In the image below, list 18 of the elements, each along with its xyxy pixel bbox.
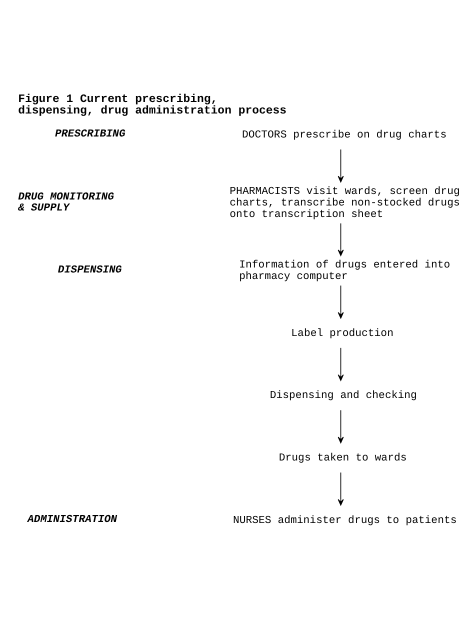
arrow <box>338 285 344 319</box>
label: DISPENSING <box>58 264 122 277</box>
node-text: PHARMACISTS visit wards, screen drug charts, transcribe non-stocked drugs onto transcription sheet <box>230 186 460 221</box>
node-text: Label production <box>291 328 394 340</box>
arrow <box>338 347 344 381</box>
arrow <box>338 472 344 506</box>
label: DRUG MONITORING & SUPPLY <box>18 192 114 214</box>
label: ADMINISTRATION <box>28 514 118 526</box>
node-text: Information of drugs entered into pharmacy computer <box>239 260 450 284</box>
diagram-title: Figure 1 Current prescribing, dispensing, drug administration process <box>18 92 287 118</box>
arrow <box>338 222 344 256</box>
node-text: Dispensing and checking <box>270 390 417 402</box>
arrow <box>338 410 344 444</box>
node-text: Drugs taken to wards <box>278 452 407 464</box>
node-text: DOCTORS prescribe on drug charts <box>242 129 447 142</box>
node-text: NURSES administer drugs to patients <box>232 514 457 527</box>
label: PRESCRIBING <box>55 128 126 141</box>
arrow <box>338 149 344 182</box>
